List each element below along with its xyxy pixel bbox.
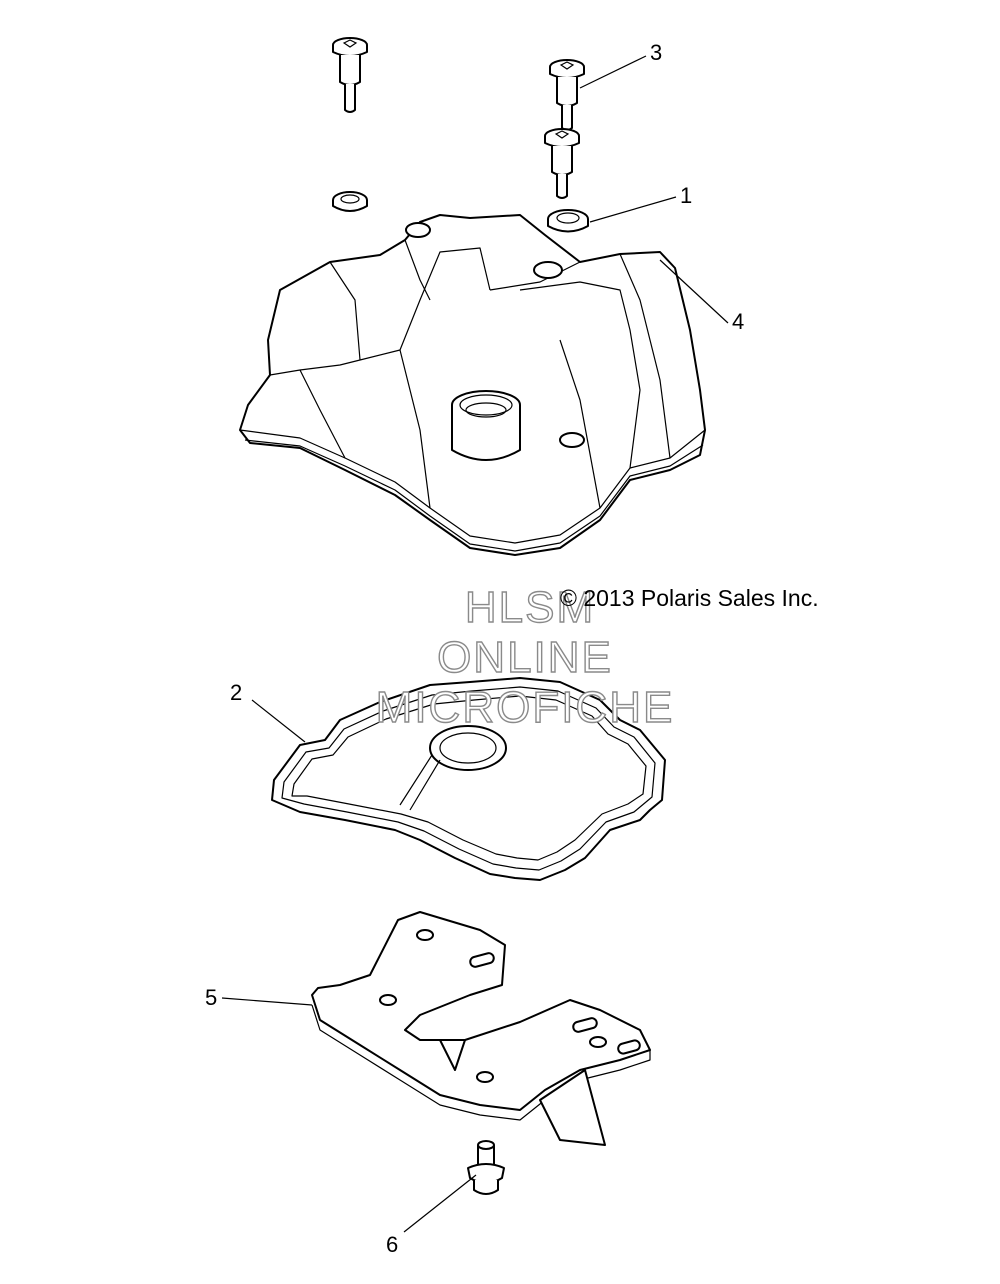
watermark-line-2: ONLINE	[436, 633, 613, 682]
watermark-line-1: HLSM	[464, 583, 596, 632]
bolt-upper	[549, 59, 585, 131]
callout-bracket: 5	[205, 985, 218, 1010]
callout-screw: 6	[386, 1232, 399, 1257]
grommet-left	[332, 191, 368, 212]
bracket	[311, 911, 651, 1146]
bolt-lower	[544, 128, 580, 199]
watermark-line-3: MICROFICHE	[375, 683, 675, 732]
callout-bolt: 3	[650, 40, 663, 65]
leader-lines	[221, 55, 729, 1233]
callout-grommet: 1	[680, 183, 693, 208]
callout-gasket: 2	[230, 680, 243, 705]
grommet-right	[547, 209, 589, 233]
bolt-left	[332, 37, 368, 113]
valve-cover	[239, 214, 706, 556]
screw	[467, 1140, 505, 1195]
gasket	[271, 677, 666, 881]
copyright-notice: © 2013 Polaris Sales Inc.	[560, 585, 819, 611]
callout-valve-cover: 4	[732, 309, 745, 334]
